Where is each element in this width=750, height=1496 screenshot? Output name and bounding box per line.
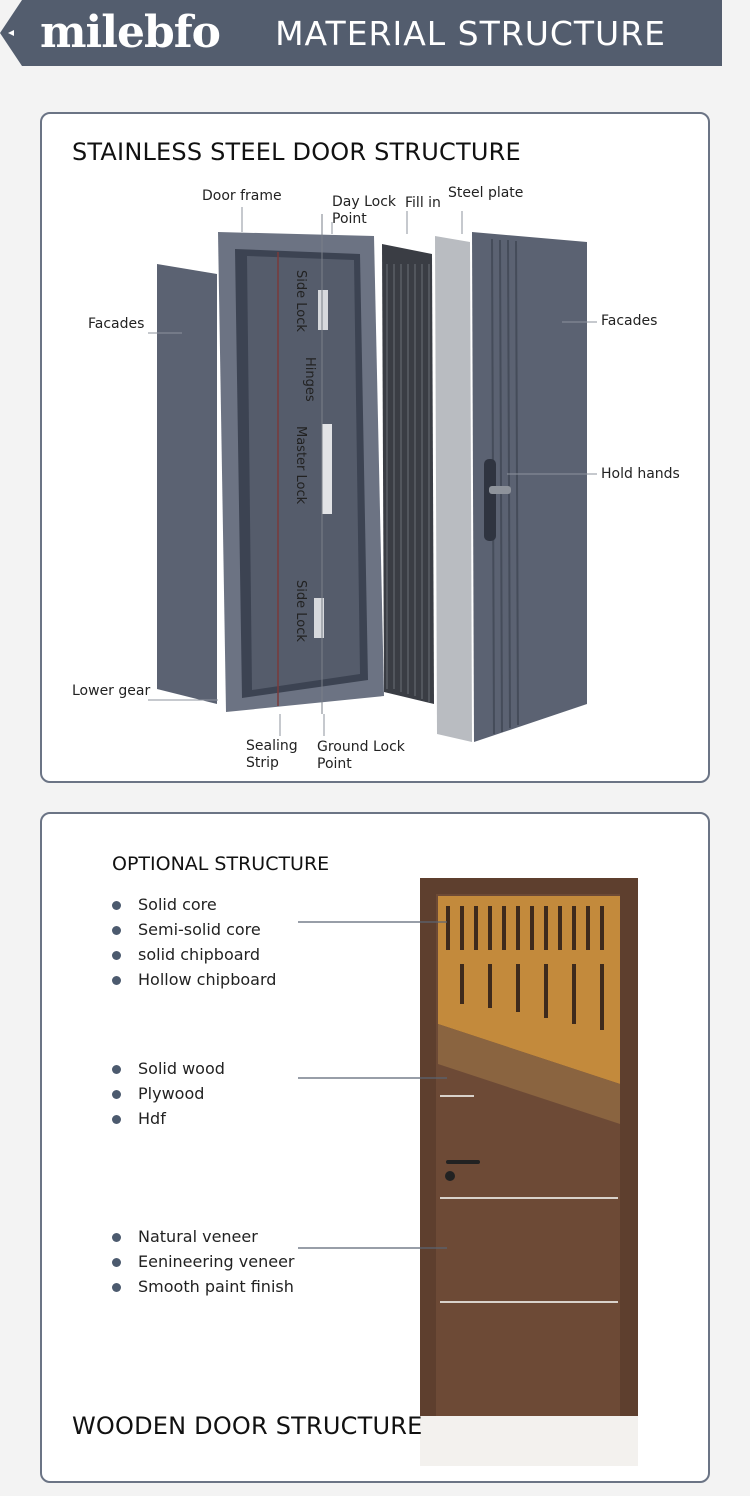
- wooden-door-diagram: [298, 878, 638, 1466]
- list-item: Hdf: [112, 1106, 225, 1131]
- side-lock-bottom: [314, 598, 324, 638]
- wooden-door-title: WOODEN DOOR STRUCTURE: [72, 1412, 423, 1440]
- ground-lock-point-label: Point: [317, 756, 352, 772]
- steel-door-title: STAINLESS STEEL DOOR STRUCTURE: [72, 138, 521, 166]
- day-lock-label: Day Lock: [332, 194, 397, 210]
- optional-structure-title: OPTIONAL STRUCTURE: [112, 853, 330, 875]
- sealing-label: Sealing: [246, 738, 298, 754]
- master-lock: [322, 424, 332, 514]
- header-banner: milebfo MATERIAL STRUCTURE: [0, 0, 722, 66]
- steel-door-diagram: [148, 207, 597, 742]
- core-slots: [446, 906, 604, 1030]
- steel-door-card: STAINLESS STEEL DOOR STRUCTURE: [40, 112, 710, 783]
- list-item: Eenineering veneer: [112, 1249, 295, 1274]
- list-item: solid chipboard: [112, 942, 276, 967]
- steel-plate: [435, 236, 472, 742]
- lower-gear-label: Lower gear: [72, 683, 151, 699]
- ground-lock-label: Ground Lock: [317, 739, 405, 755]
- board-layer: [438, 1024, 620, 1124]
- side-lock-bottom-label: Side Lock: [293, 580, 308, 642]
- fill-in-label: Fill in: [405, 195, 441, 211]
- door-handle: [446, 1160, 480, 1164]
- list-item: Solid core: [112, 892, 276, 917]
- steel-plate-label: Steel plate: [448, 185, 524, 201]
- door-frame-label: Door frame: [202, 188, 282, 204]
- core-options-list: Solid core Semi-solid core solid chipboa…: [112, 892, 276, 992]
- honeycomb-pattern: [386, 264, 430, 702]
- finish-options-list: Natural veneer Eenineering veneer Smooth…: [112, 1224, 295, 1299]
- door-handle: [484, 459, 496, 541]
- arrow-icon: [8, 30, 14, 36]
- list-item: Smooth paint finish: [112, 1274, 295, 1299]
- facades-left-label: Facades: [88, 316, 145, 332]
- left-facade-panel: [157, 264, 217, 704]
- brand-logo: milebfo: [40, 7, 221, 58]
- day-lock-point-label: Point: [332, 211, 367, 227]
- list-item: Solid wood: [112, 1056, 225, 1081]
- side-lock-top: [318, 290, 328, 330]
- door-reflection: [420, 1416, 638, 1466]
- list-item: Semi-solid core: [112, 917, 276, 942]
- board-options-list: Solid wood Plywood Hdf: [112, 1056, 225, 1131]
- side-lock-top-label: Side Lock: [293, 270, 308, 332]
- facades-right-label: Facades: [601, 313, 658, 329]
- strip-label: Strip: [246, 755, 279, 771]
- list-item: Hollow chipboard: [112, 967, 276, 992]
- hinges-label: Hinges: [302, 357, 317, 402]
- frame-back: [247, 256, 360, 690]
- list-item: Plywood: [112, 1081, 225, 1106]
- wooden-door-card: OPTIONAL STRUCTURE Solid core Semi-solid…: [40, 812, 710, 1483]
- list-item: Natural veneer: [112, 1224, 295, 1249]
- hold-hands-label: Hold hands: [601, 466, 680, 482]
- page-title: MATERIAL STRUCTURE: [275, 14, 666, 53]
- master-lock-label: Master Lock: [293, 426, 308, 505]
